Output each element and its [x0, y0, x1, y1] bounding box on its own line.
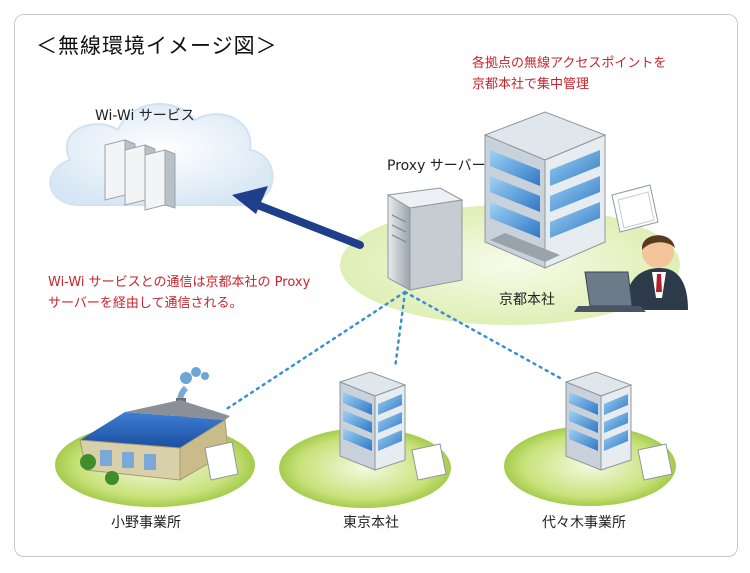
connection-lines — [223, 290, 562, 412]
proxy-server-label: Proxy サーバー — [387, 158, 486, 174]
office-building-icon — [483, 111, 607, 269]
note-line: 各拠点の無線アクセスポイントを — [472, 56, 667, 71]
tokyo-hq-label: 東京本社 — [343, 515, 399, 531]
tokyo-ground — [279, 428, 451, 508]
person-with-laptop-icon — [574, 235, 688, 312]
office-building-icon — [564, 371, 633, 471]
arrow-icon — [232, 186, 364, 249]
document-icon — [411, 443, 447, 481]
cloud-service-label: Wi-Wi サービス — [95, 108, 195, 124]
yoyogi-office-label: 代々木事業所 — [542, 515, 626, 531]
note-line: Wi-Wi サービスとの通信は京都本社の Proxy — [48, 275, 311, 290]
office-building-icon — [338, 371, 407, 471]
ono-office-label: 小野事業所 — [111, 515, 181, 531]
document-icon — [204, 441, 239, 481]
server-rack-icon — [104, 139, 176, 211]
note-line: サーバーを経由して通信される。 — [48, 296, 243, 311]
central-management-note: 各拠点の無線アクセスポイントを 京都本社で集中管理 — [472, 53, 666, 95]
note-line: 京都本社で集中管理 — [472, 77, 590, 92]
proxy-communication-note: Wi-Wi サービスとの通信は京都本社の Proxy サーバーを経由して通信され… — [48, 272, 310, 314]
document-icon — [637, 443, 673, 481]
document-icon — [611, 184, 659, 233]
factory-icon — [79, 367, 230, 485]
diagram-title: ＜無線環境イメージ図＞ — [36, 34, 278, 58]
proxy-server-icon — [386, 187, 464, 291]
kyoto-hq-label: 京都本社 — [499, 292, 555, 308]
